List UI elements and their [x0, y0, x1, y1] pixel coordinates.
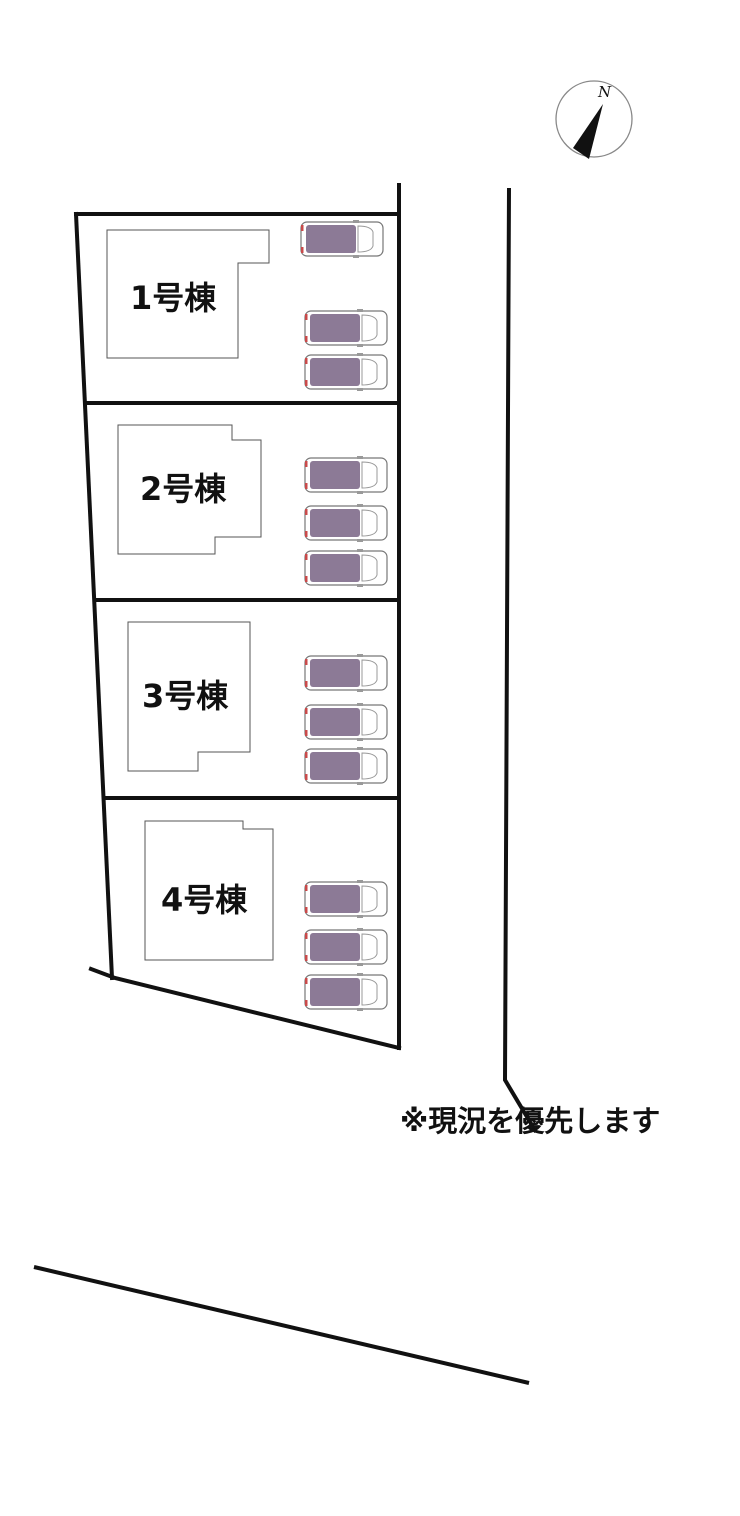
building-footprints — [106, 229, 274, 961]
parking-car-icon — [304, 549, 388, 587]
road-south-edge — [33, 1265, 530, 1385]
parking-car-icon — [304, 654, 388, 692]
parking-car-icon — [304, 703, 388, 741]
parking-car-icon — [300, 220, 384, 258]
building-footprint-3 — [127, 621, 251, 772]
compass-north-label: N — [597, 83, 612, 101]
building-footprint-1 — [106, 229, 270, 359]
road-east-edge — [502, 187, 538, 1134]
lot-label-1: 1号棟 — [130, 279, 217, 317]
building-footprint-4 — [144, 820, 274, 961]
parking-car-icon — [304, 309, 388, 347]
site-boundary — [73, 183, 402, 1051]
compass: N — [555, 80, 633, 159]
parking-car-icon — [304, 504, 388, 542]
lot-label-3: 3号棟 — [142, 677, 229, 715]
parking-car-icon — [304, 353, 388, 391]
road-lines — [33, 187, 538, 1385]
lot-label-2: 2号棟 — [140, 470, 227, 508]
lot-label-4: 4号棟 — [161, 881, 248, 919]
disclaimer-note: ※現況を優先します — [400, 1104, 661, 1138]
building-footprint-2 — [117, 424, 262, 555]
parking-car-icon — [304, 973, 388, 1011]
west-boundary-line — [73, 211, 115, 981]
parking-spaces — [300, 220, 388, 1011]
parking-car-icon — [304, 928, 388, 966]
south-boundary-line — [88, 966, 402, 1051]
parking-car-icon — [304, 456, 388, 494]
north-arrow-icon — [573, 104, 603, 159]
parking-car-icon — [304, 880, 388, 918]
parking-car-icon — [304, 747, 388, 785]
